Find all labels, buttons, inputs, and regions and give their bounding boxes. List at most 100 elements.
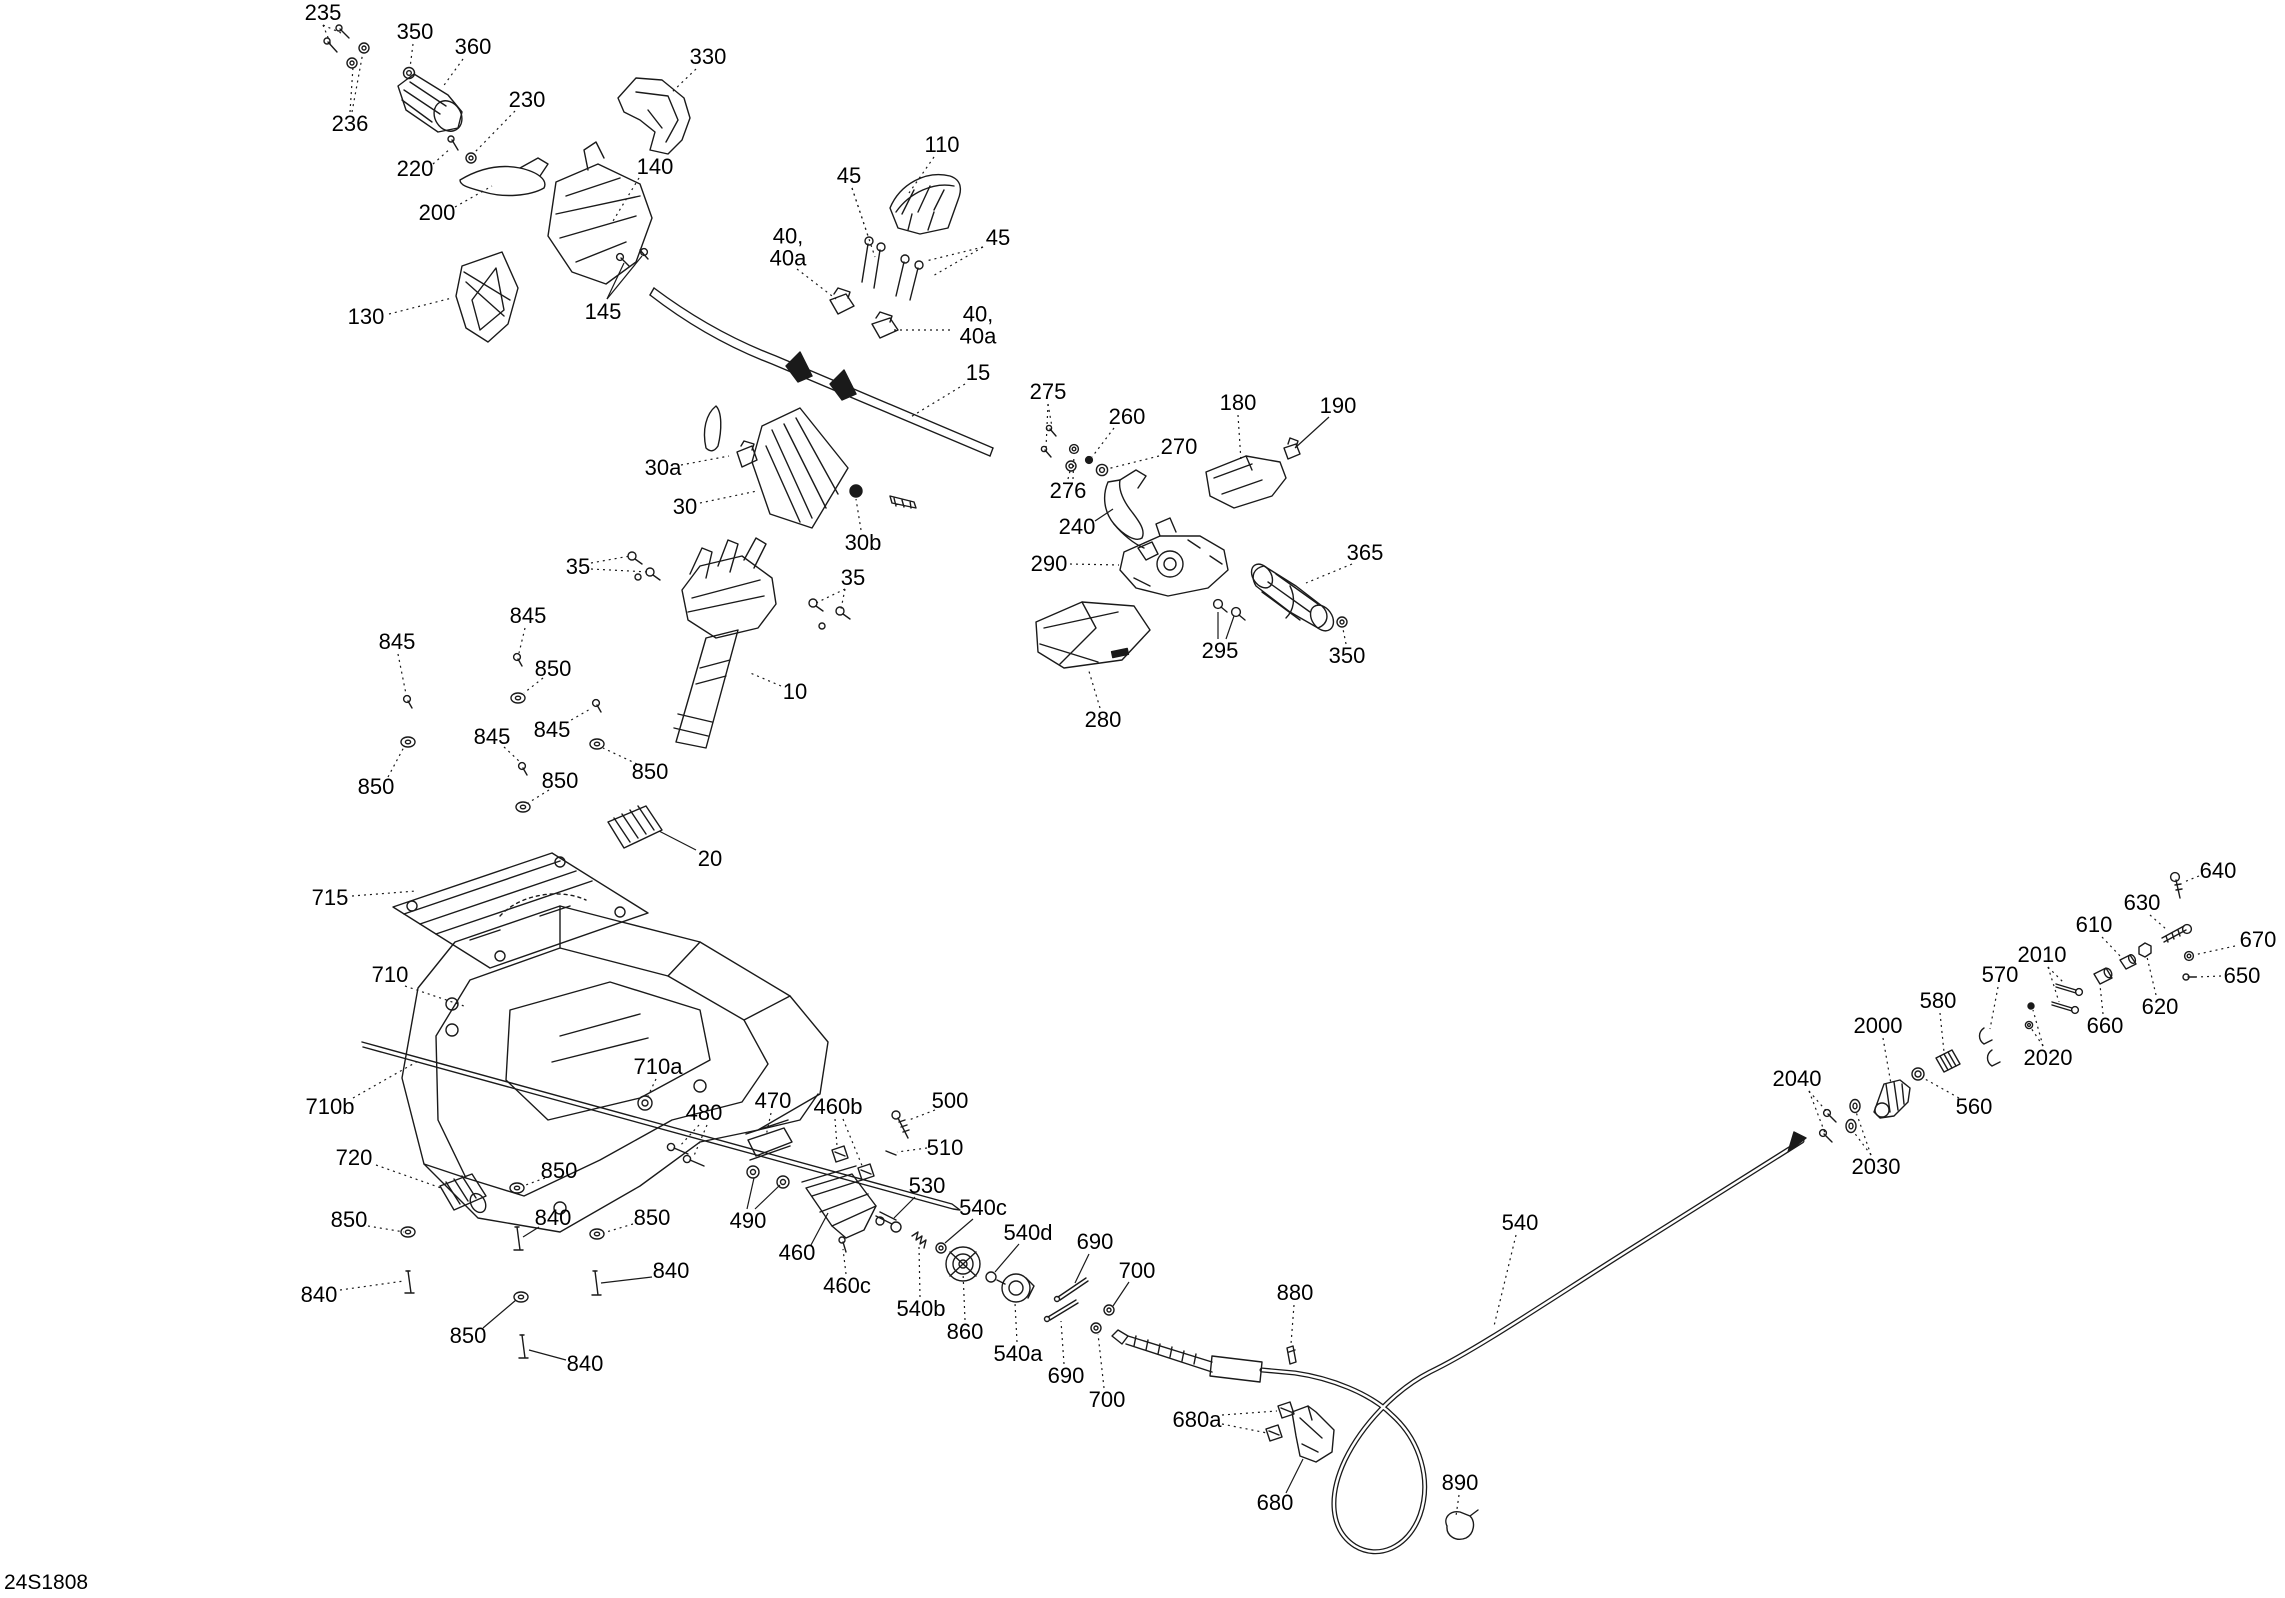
part-label-230: 230 [508, 86, 546, 112]
parts-530 [876, 1212, 901, 1232]
leader-640 [2184, 876, 2199, 882]
leader-710a [648, 1079, 656, 1096]
nut-670 [2185, 952, 2194, 961]
leader-540b [919, 1247, 920, 1297]
part-label-840_b: 840 [300, 1281, 338, 1307]
bushing-720-part [440, 1174, 489, 1215]
duct-180-part [1206, 456, 1286, 508]
leader-220 [433, 148, 451, 164]
part-label-500: 500 [931, 1087, 969, 1113]
leader-230 [475, 111, 515, 152]
screws-295 [1214, 600, 1245, 620]
part-label-365: 365 [1346, 539, 1384, 565]
leader-840_d [529, 1350, 566, 1360]
part-label-140: 140 [636, 153, 674, 179]
leader-850_a [524, 678, 543, 693]
part-label-236: 236 [331, 110, 369, 136]
leader-270 [1107, 456, 1159, 469]
part-label-840_c: 840 [652, 1257, 690, 1283]
part-label-670: 670 [2239, 926, 2277, 952]
leader-890 [1456, 1495, 1459, 1516]
throttle-cable-540-part [1112, 1132, 1806, 1552]
screws-45 [862, 237, 923, 300]
leader-45_right [926, 247, 983, 261]
part-label-680: 680 [1256, 1489, 1294, 1515]
gauge-pod-110-part [890, 175, 960, 234]
leader-45_left [852, 188, 869, 239]
leader-850_h [483, 1300, 516, 1328]
washers-2030 [1846, 1100, 1860, 1133]
part-label-480: 480 [685, 1099, 723, 1125]
washer-710a-part [638, 1096, 652, 1110]
part-label-660: 660 [2086, 1012, 2124, 1038]
part-label-850_h: 850 [449, 1322, 487, 1348]
parts-2020 [2025, 1003, 2034, 1029]
leader-276 [1068, 471, 1070, 479]
leader-610 [2102, 937, 2122, 958]
leader-236 [352, 52, 363, 112]
leader-2010 [2048, 967, 2059, 1002]
leader-660 [2100, 985, 2103, 1014]
latch-460-part [802, 1166, 876, 1252]
leader-110 [909, 157, 934, 193]
part-label-330: 330 [689, 43, 727, 69]
part-label-680a: 680a [1172, 1406, 1222, 1432]
screws-840 [405, 1227, 601, 1358]
leader-680a [1222, 1424, 1267, 1433]
part-label-850_g: 850 [633, 1204, 671, 1230]
leader-2040 [1809, 1091, 1825, 1133]
lever-200-part [448, 136, 548, 195]
part-label-840_a: 840 [534, 1204, 572, 1230]
leader-715 [352, 891, 416, 896]
part-label-890: 890 [1441, 1469, 1479, 1495]
part-label-350_top: 350 [396, 18, 434, 44]
part-label-845_c: 845 [473, 723, 511, 749]
leader-2000 [1883, 1038, 1891, 1084]
part-label-40_40a_right: 40, 40a [959, 301, 997, 349]
bead-260 [1086, 457, 1093, 464]
part-label-860: 860 [946, 1318, 984, 1344]
stud-630-part [2162, 925, 2191, 942]
washers-700 [1091, 1305, 1114, 1333]
leader-560 [1925, 1079, 1959, 1098]
leader-720 [376, 1165, 444, 1189]
leader-540 [1494, 1235, 1516, 1326]
part-label-850_e: 850 [540, 1157, 578, 1183]
leader-710b [353, 1060, 420, 1098]
nut-540d [986, 1272, 1005, 1284]
leader-680a [1222, 1411, 1277, 1415]
leader-850_g [603, 1224, 633, 1233]
clip-190-part [1284, 438, 1300, 459]
part-label-610: 610 [2075, 911, 2113, 937]
pin-510 [886, 1151, 896, 1155]
part-label-30: 30 [672, 493, 698, 519]
part-label-260: 260 [1108, 403, 1146, 429]
leader-275 [1046, 404, 1048, 448]
leader-35_right [816, 589, 845, 603]
washer-350-right [1337, 617, 1347, 627]
leader-30 [700, 491, 757, 503]
leader-690_a [1075, 1254, 1089, 1283]
leader-845_d [566, 708, 592, 723]
bushing-610-part [2120, 954, 2137, 969]
screws-2040 [1820, 1110, 1836, 1142]
nut-620 [2139, 943, 2151, 957]
part-label-540d: 540d [1003, 1219, 1053, 1245]
part-label-2020: 2020 [2023, 1044, 2073, 1070]
part-label-295: 295 [1201, 637, 1239, 663]
part-label-460c: 460c [823, 1272, 871, 1298]
part-label-690_a: 690 [1076, 1228, 1114, 1254]
knob-2000-part [1874, 1080, 1910, 1118]
part-label-510: 510 [926, 1134, 964, 1160]
leader-30b [856, 499, 861, 530]
leader-510 [897, 1148, 927, 1152]
leader-670 [2194, 946, 2235, 955]
part-label-30a: 30a [644, 454, 682, 480]
leader-470 [766, 1113, 771, 1136]
part-label-540c: 540c [959, 1194, 1007, 1220]
drawing-code: 24S1808 [4, 1571, 89, 1594]
part-label-840_d: 840 [566, 1350, 604, 1376]
leader-845_c [504, 747, 519, 761]
part-label-275: 275 [1029, 378, 1067, 404]
pin-880 [1287, 1346, 1296, 1364]
